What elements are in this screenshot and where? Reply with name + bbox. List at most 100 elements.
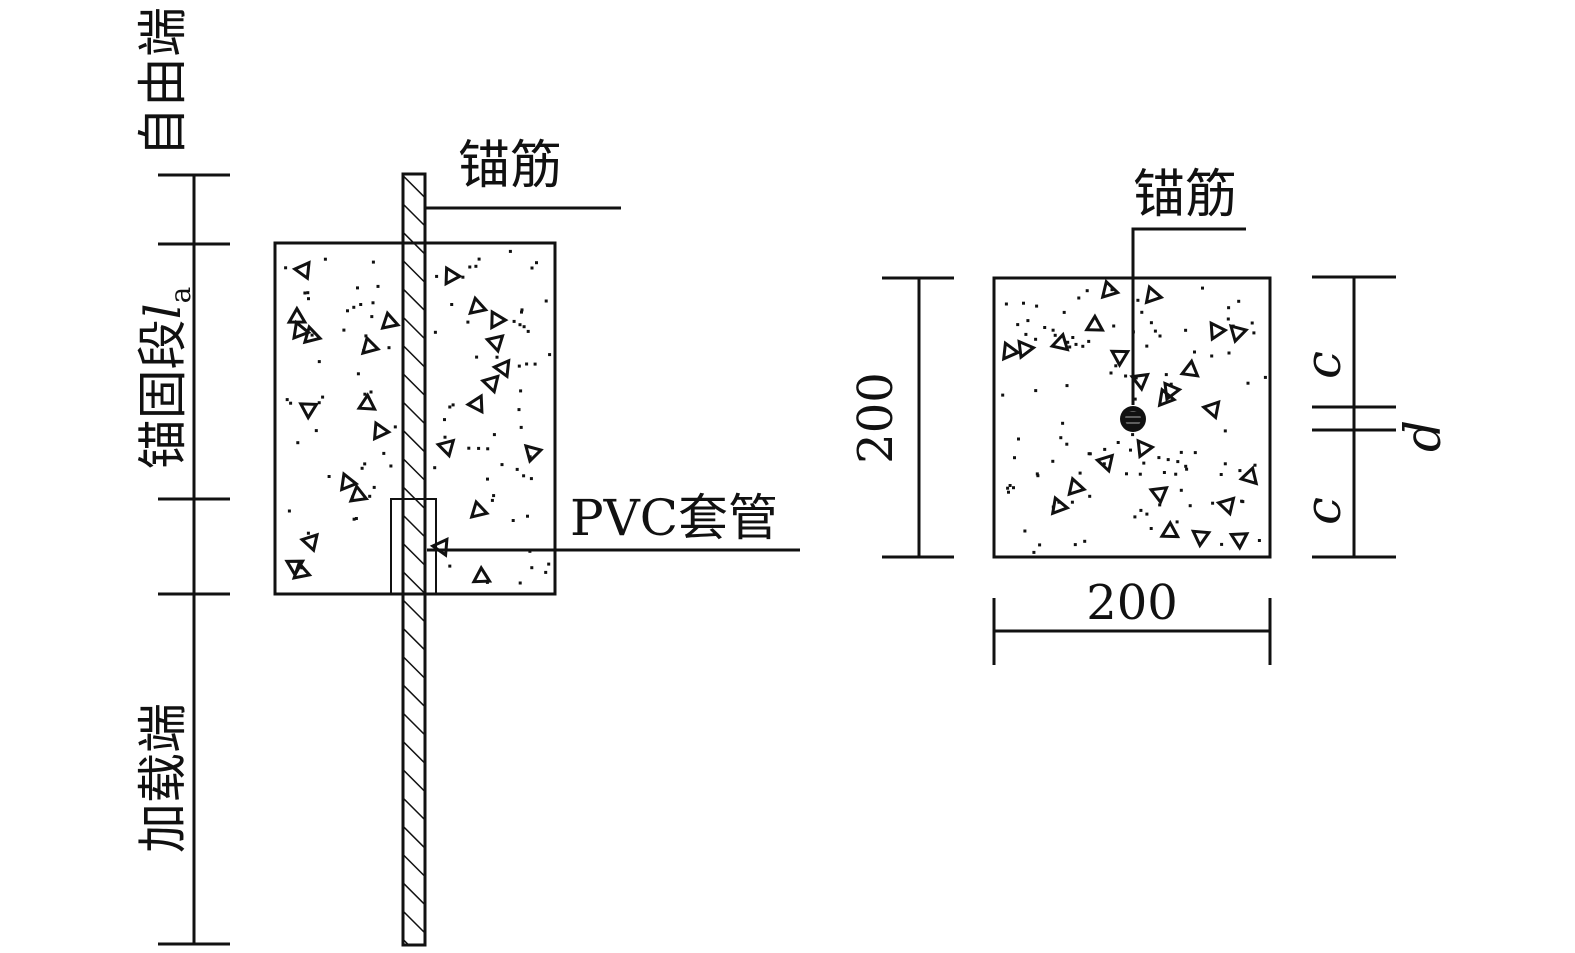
width-value: 200 — [1086, 575, 1178, 631]
aggregate-dot — [526, 514, 529, 518]
aggregate-triangle — [372, 420, 392, 442]
aggregate-dot — [530, 566, 534, 570]
aggregate-dot — [1024, 332, 1028, 336]
aggregate-dot — [547, 562, 551, 566]
anchor-rebar-side — [401, 172, 427, 947]
aggregate-dot — [314, 429, 318, 433]
aggregate-dot — [525, 362, 529, 366]
aggregate-dot — [1201, 286, 1204, 290]
aggregate-triangle — [1179, 358, 1200, 378]
cover-dimension — [1312, 275, 1396, 559]
aggregate-dot — [352, 517, 356, 521]
aggregate-dot — [433, 330, 437, 334]
aggregate-dot — [317, 360, 321, 364]
aggregate-dot — [1006, 486, 1010, 490]
rebar-label-section: 锚筋 — [1133, 165, 1237, 225]
aggregate-dot — [382, 451, 386, 455]
cover-symbol-bottom: c — [1294, 497, 1352, 525]
aggregate-dot — [1016, 323, 1020, 327]
aggregate-triangle — [1136, 438, 1156, 460]
aggregate-triangle — [523, 443, 544, 464]
aggregate-dot — [1062, 310, 1066, 314]
aggregate-dot — [296, 441, 300, 445]
aggregate-dot — [1250, 321, 1254, 325]
aggregate-dot — [522, 325, 526, 329]
aggregate-dot — [364, 334, 368, 338]
aggregate-dot — [443, 435, 447, 439]
aggregate-dot — [356, 286, 359, 290]
aggregate-dot — [370, 315, 374, 319]
aggregate-triangle — [1109, 349, 1131, 369]
aggregate-dot — [360, 466, 364, 470]
aggregate-dot — [1035, 472, 1039, 476]
aggregate-dot — [466, 320, 470, 324]
aggregate-dot — [389, 464, 393, 468]
aggregate-dot — [1070, 500, 1074, 504]
aggregate-triangle — [1050, 495, 1071, 516]
aggregate-triangle — [360, 335, 381, 356]
aggregate-dot — [1220, 542, 1224, 546]
aggregate-dot — [352, 305, 356, 309]
aggregate-dot — [1035, 304, 1039, 308]
aggregate-dot — [1017, 437, 1020, 441]
aggregate-dot — [284, 266, 288, 270]
aggregate-triangle — [490, 309, 509, 331]
aggregate-triangle — [1157, 386, 1178, 408]
aggregate-dot — [354, 517, 358, 520]
aggregate-dot — [1051, 459, 1055, 463]
aggregate-dot — [1085, 289, 1089, 293]
aggregate-dot — [1125, 472, 1128, 476]
aggregate-dot — [1053, 333, 1057, 337]
aggregate-pattern-side — [284, 249, 552, 585]
aggregate-dot — [468, 265, 472, 269]
aggregate-dot — [1022, 301, 1025, 305]
aggregate-dot — [486, 447, 490, 451]
aggregate-dot — [1149, 527, 1153, 530]
rebar-leader-section — [1131, 227, 1246, 405]
aggregate-dot — [323, 257, 327, 261]
aggregate-dot — [526, 329, 530, 333]
aggregate-dot — [1145, 344, 1149, 348]
aggregate-dot — [287, 509, 291, 513]
aggregate-dot — [1066, 340, 1070, 344]
cover-symbol-top: c — [1294, 351, 1352, 379]
aggregate-dot — [372, 485, 376, 489]
aggregate-dot — [1065, 384, 1069, 388]
aggregate-dot — [1138, 472, 1142, 476]
aggregate-dot — [1179, 488, 1183, 492]
aggregate-dot — [285, 398, 289, 402]
aggregate-triangle — [291, 260, 311, 281]
aggregate-dot — [518, 323, 522, 327]
aggregate-dot — [346, 309, 349, 313]
zone-axis — [158, 173, 230, 946]
aggregate-dot — [433, 466, 437, 470]
aggregate-dot — [522, 474, 526, 478]
aggregate-dot — [1219, 473, 1223, 476]
aggregate-triangle — [1067, 476, 1088, 497]
aggregate-dot — [1223, 462, 1227, 466]
aggregate-dot — [1088, 494, 1092, 498]
aggregate-dot — [1034, 337, 1038, 341]
aggregate-dot — [1193, 350, 1196, 354]
aggregate-dot — [1081, 344, 1085, 348]
aggregate-triangle — [469, 499, 490, 519]
aggregate-dot — [1034, 389, 1038, 393]
aggregate-dot — [1078, 471, 1082, 475]
aggregate-dot — [1193, 451, 1197, 455]
aggregate-dot — [1252, 331, 1256, 335]
aggregate-dot — [500, 463, 504, 467]
aggregate-dot — [371, 301, 375, 305]
aggregate-dot — [1001, 393, 1005, 397]
cross-section: 锚筋 200 200 c c d — [848, 165, 1452, 665]
aggregate-dot — [1110, 288, 1114, 292]
aggregate-triangle — [471, 564, 493, 584]
aggregate-dot — [548, 353, 552, 357]
aggregate-dot — [517, 364, 521, 368]
aggregate-dot — [1073, 543, 1077, 547]
aggregate-dot — [448, 405, 452, 409]
aggregate-dot — [359, 303, 363, 306]
aggregate-dot — [1223, 429, 1227, 433]
aggregate-dot — [1184, 464, 1188, 468]
aggregate-dot — [1087, 339, 1091, 343]
aggregate-dot — [477, 446, 481, 450]
